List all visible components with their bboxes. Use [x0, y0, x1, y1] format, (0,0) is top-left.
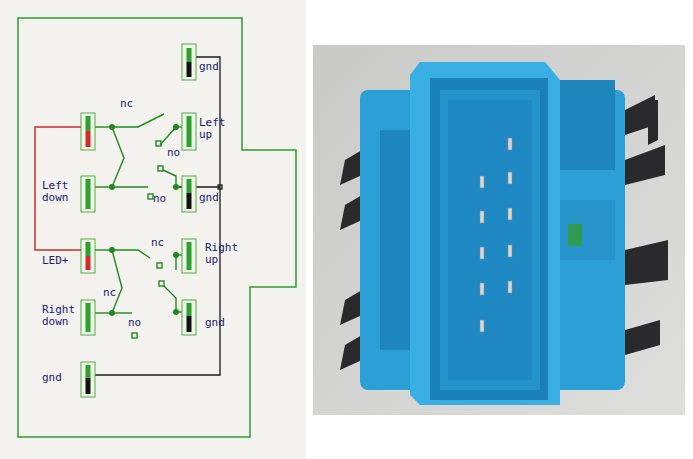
pin-label: Left down: [42, 180, 78, 204]
pin-label: nc: [120, 98, 150, 110]
pin-label: no: [128, 317, 158, 329]
pin-label: no: [153, 193, 183, 205]
pin-label: gnd: [199, 61, 239, 73]
pin-label: gnd: [205, 317, 245, 329]
pin-label: LED+: [42, 255, 78, 267]
pin-label: nc: [151, 237, 181, 249]
pin-label: no: [167, 147, 197, 159]
pin-label: gnd: [199, 192, 239, 204]
pin-label: Right down: [42, 304, 78, 328]
pin-label: nc: [103, 287, 133, 299]
pin-label: Right up: [205, 242, 245, 266]
pin-label: Left up: [199, 117, 235, 141]
pin-label: gnd: [42, 372, 78, 384]
